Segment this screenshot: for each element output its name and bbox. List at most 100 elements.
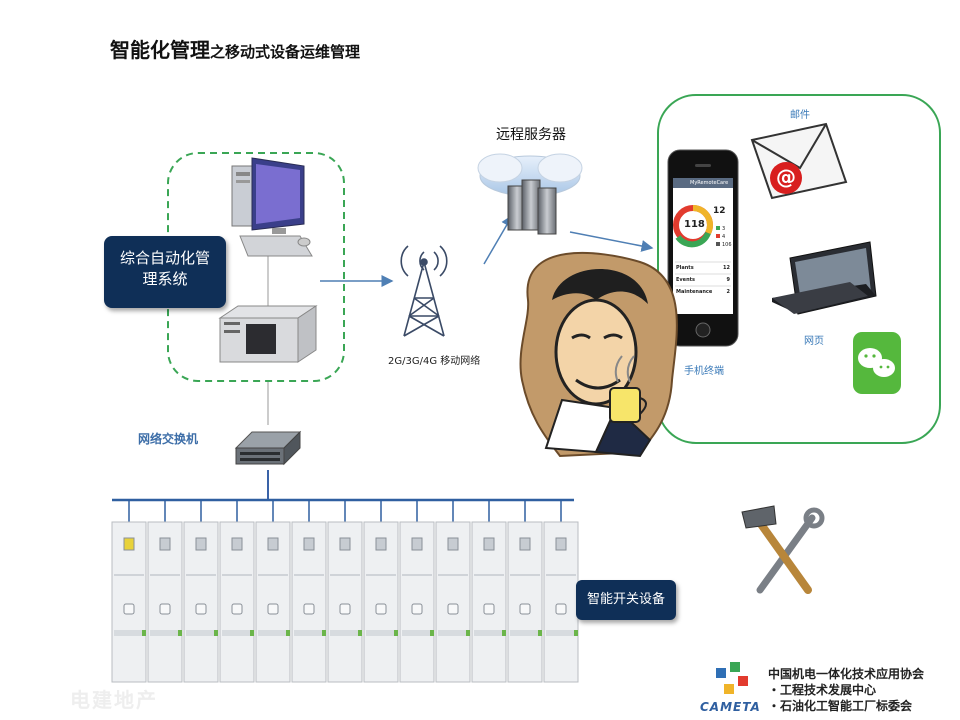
email-label: 邮件 <box>790 110 810 121</box>
phone-list-label: Plants <box>676 265 694 271</box>
cabinet-indicator <box>447 537 459 551</box>
cabinet-window <box>123 603 135 615</box>
cabinet-rail <box>330 630 360 636</box>
arrow-to-phone <box>569 231 654 252</box>
arrow-to-server <box>483 214 513 265</box>
cabinet-divider <box>114 574 144 576</box>
cabinet-status-light <box>574 630 578 636</box>
phone-list-value: 12 <box>723 265 730 271</box>
remote-server-icon <box>477 153 583 235</box>
cabinet-status-light <box>178 630 182 636</box>
cabinet-indicator <box>267 537 279 551</box>
cabinet-rail <box>546 630 576 636</box>
cabinet-window <box>267 603 279 615</box>
cabinet-status-light <box>466 630 470 636</box>
network-switch-icon <box>234 430 302 466</box>
title-main: 智能化管理 <box>110 38 210 62</box>
cabinet-indicator <box>483 537 495 551</box>
cabinet-indicator <box>411 537 423 551</box>
phone-app-header: MyRemoteCare <box>690 180 729 186</box>
cabinet-divider <box>546 574 576 576</box>
network-switch-label: 网络交换机 <box>138 432 199 446</box>
cabinet-indicator <box>303 537 315 551</box>
phone-count-2: 4 <box>722 234 726 240</box>
mobile-terminal-label: 手机终端 <box>684 366 724 377</box>
phone-list-label: Maintenance <box>676 289 713 295</box>
cabinet-divider <box>474 574 504 576</box>
cabinet-divider <box>366 574 396 576</box>
cabinet-status-light <box>394 630 398 636</box>
phone-list-item-1: Events 9 <box>676 277 730 283</box>
phone-count-3: 106 <box>722 242 732 248</box>
watermark: 电建地产 <box>70 688 158 712</box>
automation-system-box: 综合自动化管理系统 <box>104 236 226 308</box>
phone-icon <box>667 149 739 347</box>
cell-tower-icon <box>400 245 448 337</box>
cabinet-status-light <box>502 630 506 636</box>
cabinet-status-light <box>538 630 542 636</box>
title-sub: 之移动式设备运维管理 <box>210 43 361 61</box>
phone-count-1: 3 <box>722 226 726 232</box>
cabinet-divider <box>150 574 180 576</box>
remote-server-label: 远程服务器 <box>496 127 566 143</box>
cabinet-window <box>519 603 531 615</box>
cabinet-window <box>231 603 243 615</box>
cabinet <box>471 521 507 683</box>
cabinet-rail <box>114 630 144 636</box>
cabinet-window <box>159 603 171 615</box>
page-title: 智能化管理之移动式设备运维管理 <box>110 34 360 63</box>
man-with-coffee-illustration <box>519 252 678 458</box>
cabinet-rail <box>510 630 540 636</box>
cabinet-indicator <box>123 537 135 551</box>
cabinet-divider <box>510 574 540 576</box>
phone-gauge-value: 118 <box>684 219 705 230</box>
cabinet-status-light <box>430 630 434 636</box>
cabinet-divider <box>186 574 216 576</box>
org-line-0: 中国机电一体化技术应用协会 <box>768 667 925 681</box>
cabinet-status-light <box>286 630 290 636</box>
cabinet-status-light <box>358 630 362 636</box>
terminal-group-border <box>657 94 941 444</box>
cabinet-divider <box>222 574 252 576</box>
cabinet-window <box>339 603 351 615</box>
mobile-network-label: 2G/3G/4G 移动网络 <box>388 356 481 367</box>
phone-list-item-2: Maintenance 2 <box>676 289 730 295</box>
cabinet-divider <box>402 574 432 576</box>
cabinet-rail <box>366 630 396 636</box>
cabinet-indicator <box>339 537 351 551</box>
industrial-pc-icon <box>218 305 318 363</box>
tools-icon <box>741 505 825 594</box>
computer-icon <box>231 157 313 257</box>
org-line-2: ・石油化工智能工厂标委会 <box>768 699 913 713</box>
org-line-1: ・工程技术发展中心 <box>768 683 877 697</box>
cabinet-window <box>555 603 567 615</box>
cabinet-indicator <box>159 537 171 551</box>
cameta-logo-text: CAMETA <box>700 700 761 714</box>
phone-list-label: Events <box>676 277 695 283</box>
switchgear-cabinets <box>111 500 579 683</box>
phone-count-0: 12 <box>713 206 726 216</box>
cabinet-window <box>195 603 207 615</box>
cabinet-divider <box>438 574 468 576</box>
cabinet-rail <box>474 630 504 636</box>
cameta-logo <box>716 662 748 694</box>
cabinet-status-light <box>142 630 146 636</box>
cabinet-divider <box>258 574 288 576</box>
cabinet-rail <box>222 630 252 636</box>
laptop-icon <box>772 241 877 315</box>
cabinet-status-light <box>250 630 254 636</box>
cabinet-rail <box>438 630 468 636</box>
cabinet-rail <box>294 630 324 636</box>
cabinet-rail <box>402 630 432 636</box>
cabinet-indicator <box>555 537 567 551</box>
cabinet-indicator <box>519 537 531 551</box>
cabinet-window <box>375 603 387 615</box>
webpage-label: 网页 <box>804 336 824 347</box>
cabinet-window <box>483 603 495 615</box>
cabinet-window <box>411 603 423 615</box>
phone-list-value: 2 <box>726 289 730 295</box>
phone-list-value: 9 <box>726 277 730 283</box>
cabinet-status-light <box>214 630 218 636</box>
wechat-icon <box>853 332 901 394</box>
